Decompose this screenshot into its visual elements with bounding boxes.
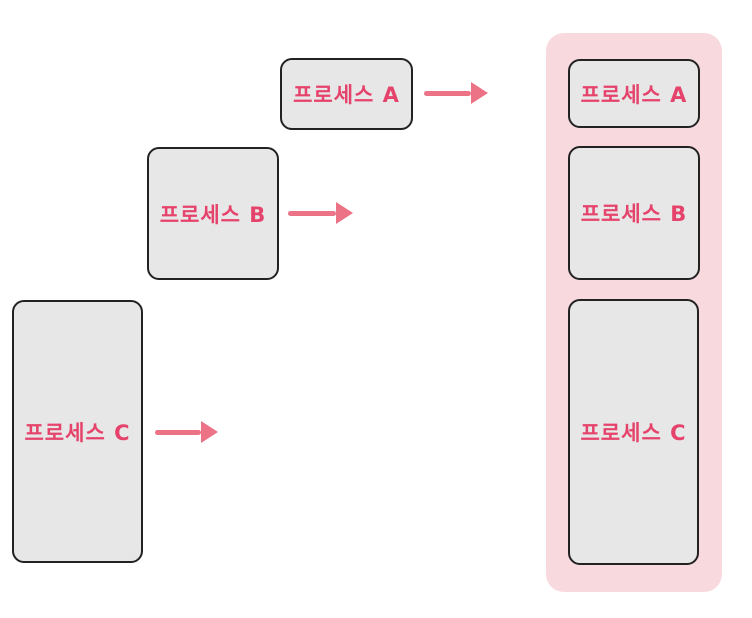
memory-slot-b-label: 프로세스 B [580,202,688,226]
arrow-head [471,82,488,104]
arrow-head [336,202,353,224]
process-c-right-arrow-icon [155,421,218,443]
process-c-box: 프로세스 C [12,300,143,563]
process-b-right-arrow-icon [288,202,353,224]
memory-slot-process-c: 프로세스 C [568,299,699,565]
arrow-shaft [155,429,201,435]
process-a-right-arrow-icon [424,82,488,104]
process-a-label: 프로세스 A [293,83,400,107]
arrow-shaft [424,90,471,96]
memory-slot-process-b: 프로세스 B [568,146,700,280]
process-b-box: 프로세스 B [147,147,279,280]
process-b-label: 프로세스 B [159,202,267,227]
memory-slot-process-a: 프로세스 A [568,59,700,128]
memory-container: 프로세스 A 프로세스 B 프로세스 C [546,33,722,592]
process-c-label: 프로세스 C [24,420,131,445]
memory-slot-a-label: 프로세스 A [580,82,688,107]
arrow-shaft [288,210,336,216]
memory-slot-c-label: 프로세스 C [580,421,687,445]
arrow-head [201,421,218,443]
process-a-box: 프로세스 A [280,58,413,130]
